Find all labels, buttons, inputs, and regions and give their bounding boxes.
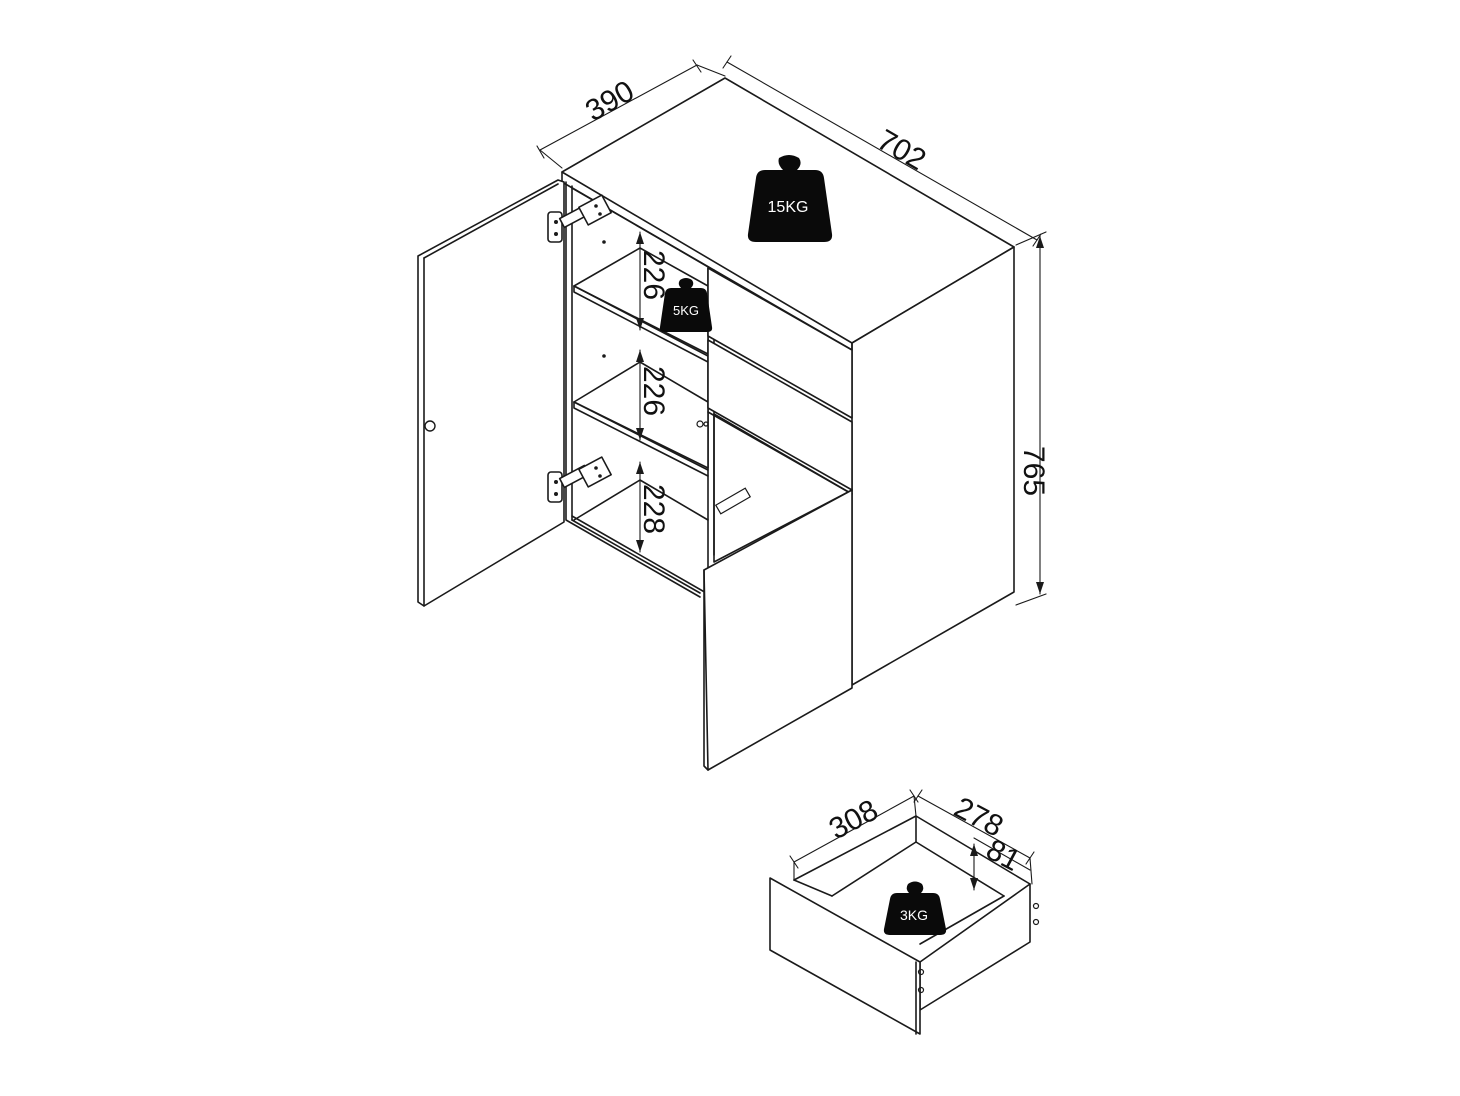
weight-icon-shelf: 5KG bbox=[659, 278, 713, 332]
left-door-open bbox=[417, 179, 565, 607]
drawer-load-label: 3KG bbox=[900, 907, 928, 923]
weight-icon-top: 15KG bbox=[747, 155, 833, 242]
weight-icon-drawer: 3KG bbox=[883, 881, 947, 935]
hinge-top bbox=[547, 194, 612, 243]
door-knob-hole bbox=[424, 420, 436, 432]
top-load-label: 15KG bbox=[768, 199, 809, 216]
depth-label: 390 bbox=[580, 74, 640, 128]
right-door-open bbox=[703, 489, 853, 771]
hinge-bottom bbox=[547, 456, 612, 503]
shelf-gap-middle-label: 226 bbox=[637, 366, 670, 416]
shelf-gap-top-label: 226 bbox=[637, 250, 670, 300]
drawer-front-panel bbox=[769, 877, 921, 1035]
dimension-shelf-gaps: 226 226 228 bbox=[636, 231, 670, 553]
dimension-height: 765 bbox=[1015, 231, 1050, 606]
right-compartment bbox=[696, 413, 853, 563]
shelf-load-label: 5KG bbox=[673, 303, 699, 318]
height-label: 765 bbox=[1017, 446, 1050, 496]
dimension-drawer-width: 308 bbox=[789, 789, 919, 881]
shelf-gap-bottom-label: 228 bbox=[637, 484, 670, 534]
